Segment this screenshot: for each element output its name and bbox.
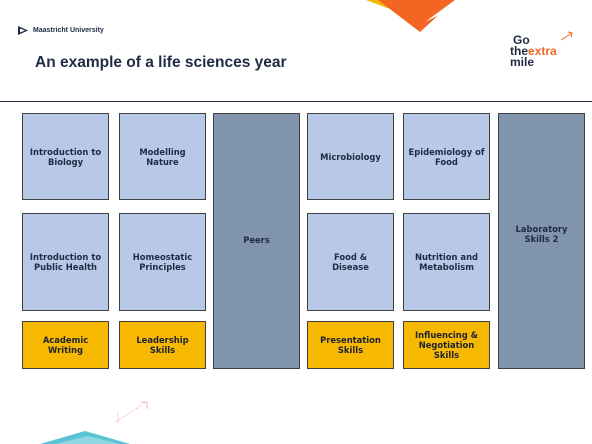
- slogan-logo: Go theextra mile: [510, 31, 582, 69]
- header-divider: [0, 101, 592, 102]
- slide-title: An example of a life sciences year: [35, 54, 287, 71]
- box-nutrition-and-metabolism: Nutrition and Metabolism: [403, 213, 490, 311]
- slogan-line-mile: mile: [510, 55, 535, 69]
- box-leadership-skills: Leadership Skills: [119, 321, 206, 369]
- box-laboratory-skills-2: Laboratory Skills 2: [498, 113, 585, 369]
- box-microbiology: Microbiology: [307, 113, 394, 200]
- box-food-and-disease: Food & Disease: [307, 213, 394, 311]
- arrow-up-right-icon: [560, 31, 573, 41]
- university-name: Maastricht University: [33, 27, 104, 34]
- box-influencing-and-negotiation-skills: Influencing & Negotiation Skills: [403, 321, 490, 369]
- box-introduction-to-biology: Introduction to Biology: [22, 113, 109, 200]
- box-introduction-to-public-health: Introduction to Public Health: [22, 213, 109, 311]
- box-epidemiology-of-food: Epidemiology of Food: [403, 113, 490, 200]
- box-academic-writing: Academic Writing: [22, 321, 109, 369]
- slogan-word-the: the: [510, 44, 528, 58]
- slogan-line-go: Go: [513, 33, 530, 47]
- box-modelling-nature: Modelling Nature: [119, 113, 206, 200]
- university-emblem-icon: [18, 26, 28, 35]
- box-peers: Peers: [213, 113, 300, 369]
- slogan-line-the-extra: theextra: [510, 44, 582, 58]
- university-logo: Maastricht University: [18, 26, 104, 35]
- slogan-word-extra: extra: [528, 44, 557, 58]
- box-homeostatic-principles: Homeostatic Principles: [119, 213, 206, 311]
- box-presentation-skills: Presentation Skills: [307, 321, 394, 369]
